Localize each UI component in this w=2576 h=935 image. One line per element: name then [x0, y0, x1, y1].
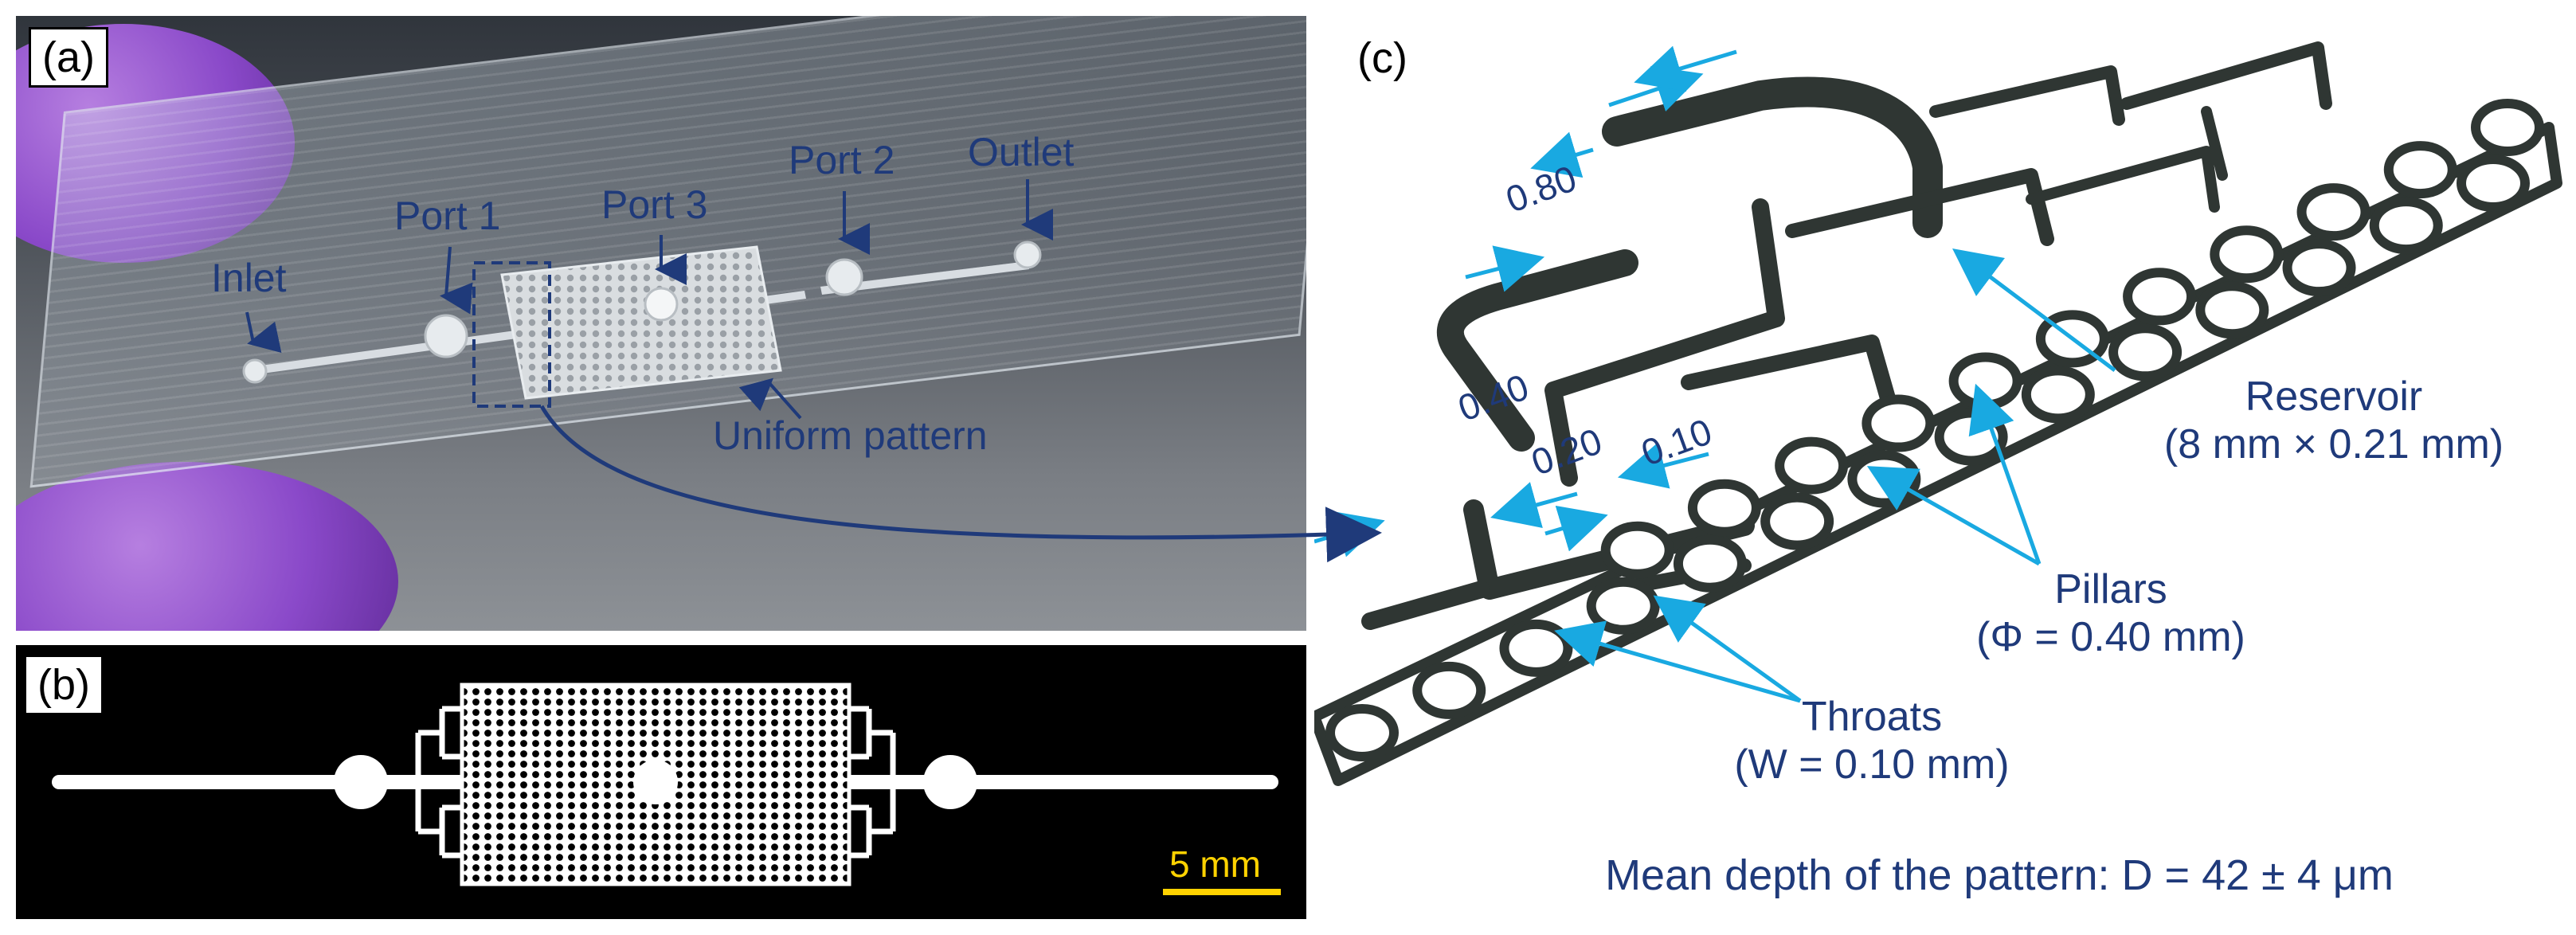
throats-name: Throats	[1801, 694, 1943, 740]
throats-arrow-2	[1554, 620, 1801, 703]
throats-arrow-1	[1653, 595, 1802, 703]
pillar	[2369, 197, 2443, 255]
pillar	[1847, 450, 1921, 508]
pillar	[1499, 619, 1573, 677]
port1-label: Port 1	[394, 194, 501, 238]
port3-port	[644, 287, 679, 322]
reservoir-name: Reservoir	[2245, 374, 2423, 420]
pillar	[1687, 479, 1761, 537]
arrow-040-a	[1465, 245, 1545, 292]
arrow-040-b	[1530, 131, 1594, 178]
port2-port	[825, 258, 863, 296]
inlet-label: Inlet	[211, 256, 287, 300]
pillar	[2471, 99, 2544, 156]
scale-bar	[1163, 889, 1281, 895]
reservoir-size: (8 mm × 0.21 mm)	[2163, 421, 2504, 468]
pillars-label: Pillars (Φ = 0.40 mm)	[1928, 565, 2294, 661]
arrow-010-b	[1544, 505, 1608, 552]
pillar	[2383, 141, 2457, 199]
arrow-inlet	[1314, 511, 1385, 557]
inlet-arrow	[245, 311, 282, 353]
arrow-080-b	[1634, 45, 1737, 92]
pillar	[1325, 704, 1399, 761]
port3-mask	[633, 760, 678, 804]
port1-port	[424, 314, 468, 358]
pillars-arrow-1	[1866, 466, 2041, 566]
port1-arrow	[440, 246, 473, 315]
panel-a-tag: (a)	[29, 27, 108, 88]
arrow-010-a	[1617, 442, 1709, 489]
pillar	[1586, 577, 1660, 635]
chip-3d-drawing	[1314, 41, 2562, 786]
pillar	[2195, 281, 2269, 339]
arrow-020	[1490, 482, 1578, 528]
outlet-label: Outlet	[968, 130, 1075, 174]
pillar	[1760, 492, 1834, 550]
uniform-pattern-label: Uniform pattern	[713, 413, 988, 458]
panel-b-tag: (b)	[24, 655, 104, 715]
panel-c-tag: (c)	[1357, 34, 1407, 82]
arrow-080-a	[1608, 66, 1704, 111]
outlet-port	[1013, 241, 1042, 269]
panel-b-mask: (b) 5 mm	[16, 645, 1306, 919]
pillar	[1775, 436, 1849, 495]
port3-label: Port 3	[601, 182, 708, 227]
pattern-area	[500, 245, 782, 400]
mean-depth-caption: Mean depth of the pattern: D = 42 ± 4 μm	[1605, 851, 2394, 899]
throats-label: Throats (W = 0.10 mm)	[1689, 693, 2055, 788]
channel-outlet	[820, 261, 1029, 295]
inlet-port	[242, 358, 268, 384]
pillar	[1948, 352, 2022, 410]
pillars-arrow-2	[1968, 383, 2042, 565]
panel-c-3d-scan: (c) 0.80 0.40 0.20 0.10 Reservoir (8 mm …	[1314, 16, 2565, 924]
pillar	[2282, 239, 2356, 297]
pillars-name: Pillars	[2054, 566, 2167, 612]
mask-drawing	[52, 683, 1281, 895]
pillars-size: (Φ = 0.40 mm)	[1976, 614, 2245, 660]
reservoir-arrow	[1952, 248, 2116, 372]
scale-bar-label: 5 mm	[1169, 843, 1261, 885]
pillar	[2296, 183, 2370, 241]
pillar	[2123, 268, 2197, 326]
port2-label: Port 2	[789, 138, 895, 182]
pillar	[1862, 394, 1936, 452]
chip-channel-drawing	[242, 179, 1053, 420]
pillar	[2210, 225, 2284, 284]
pillar	[1412, 661, 1486, 719]
pillar	[2457, 155, 2530, 212]
pillar	[1600, 521, 1674, 579]
pillar	[1673, 534, 1747, 593]
pillar	[2108, 323, 2183, 381]
throats-size: (W = 0.10 mm)	[1734, 741, 2010, 788]
reservoir-label: Reservoir (8 mm × 0.21 mm)	[2111, 373, 2557, 468]
panel-a-photo: (a) Inlet Port 1 Port 3 Port 2 Outlet Un…	[16, 16, 1306, 631]
zoom-box	[472, 261, 551, 408]
pillar	[2021, 366, 2095, 424]
